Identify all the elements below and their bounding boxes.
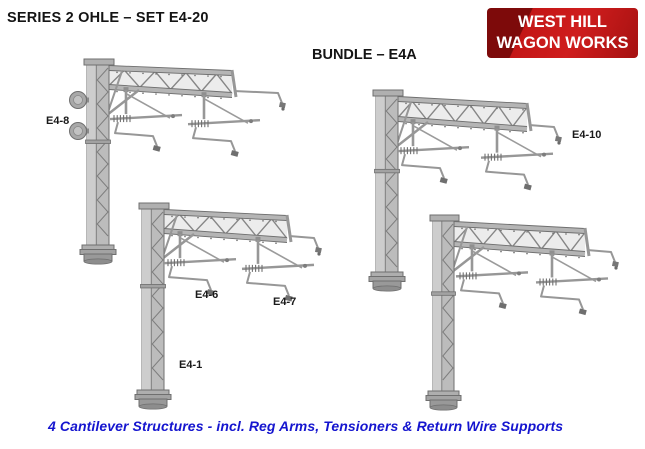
label-e4-10: E4-10 (572, 129, 602, 141)
cantilever-structure-e4-1 (134, 202, 322, 410)
brand-badge: WEST HILL WAGON WORKS (487, 8, 638, 58)
label-e4-7: E4-7 (273, 296, 297, 308)
brand-line-1: WEST HILL (518, 12, 607, 31)
label-e4-6: E4-6 (195, 289, 219, 301)
footer-caption: 4 Cantilever Structures - incl. Reg Arms… (48, 418, 564, 434)
cantilever-structure-e4-8 (69, 58, 286, 265)
cantilever-structure-4 (425, 214, 619, 411)
brand-line-2: WAGON WORKS (496, 34, 629, 52)
bundle-title: BUNDLE – E4A (312, 47, 417, 63)
series-title: SERIES 2 OHLE – SET E4-20 (7, 10, 209, 26)
cantilever-structure-e4-10 (368, 89, 562, 292)
label-e4-8: E4-8 (46, 115, 70, 127)
label-e4-1: E4-1 (179, 359, 203, 371)
